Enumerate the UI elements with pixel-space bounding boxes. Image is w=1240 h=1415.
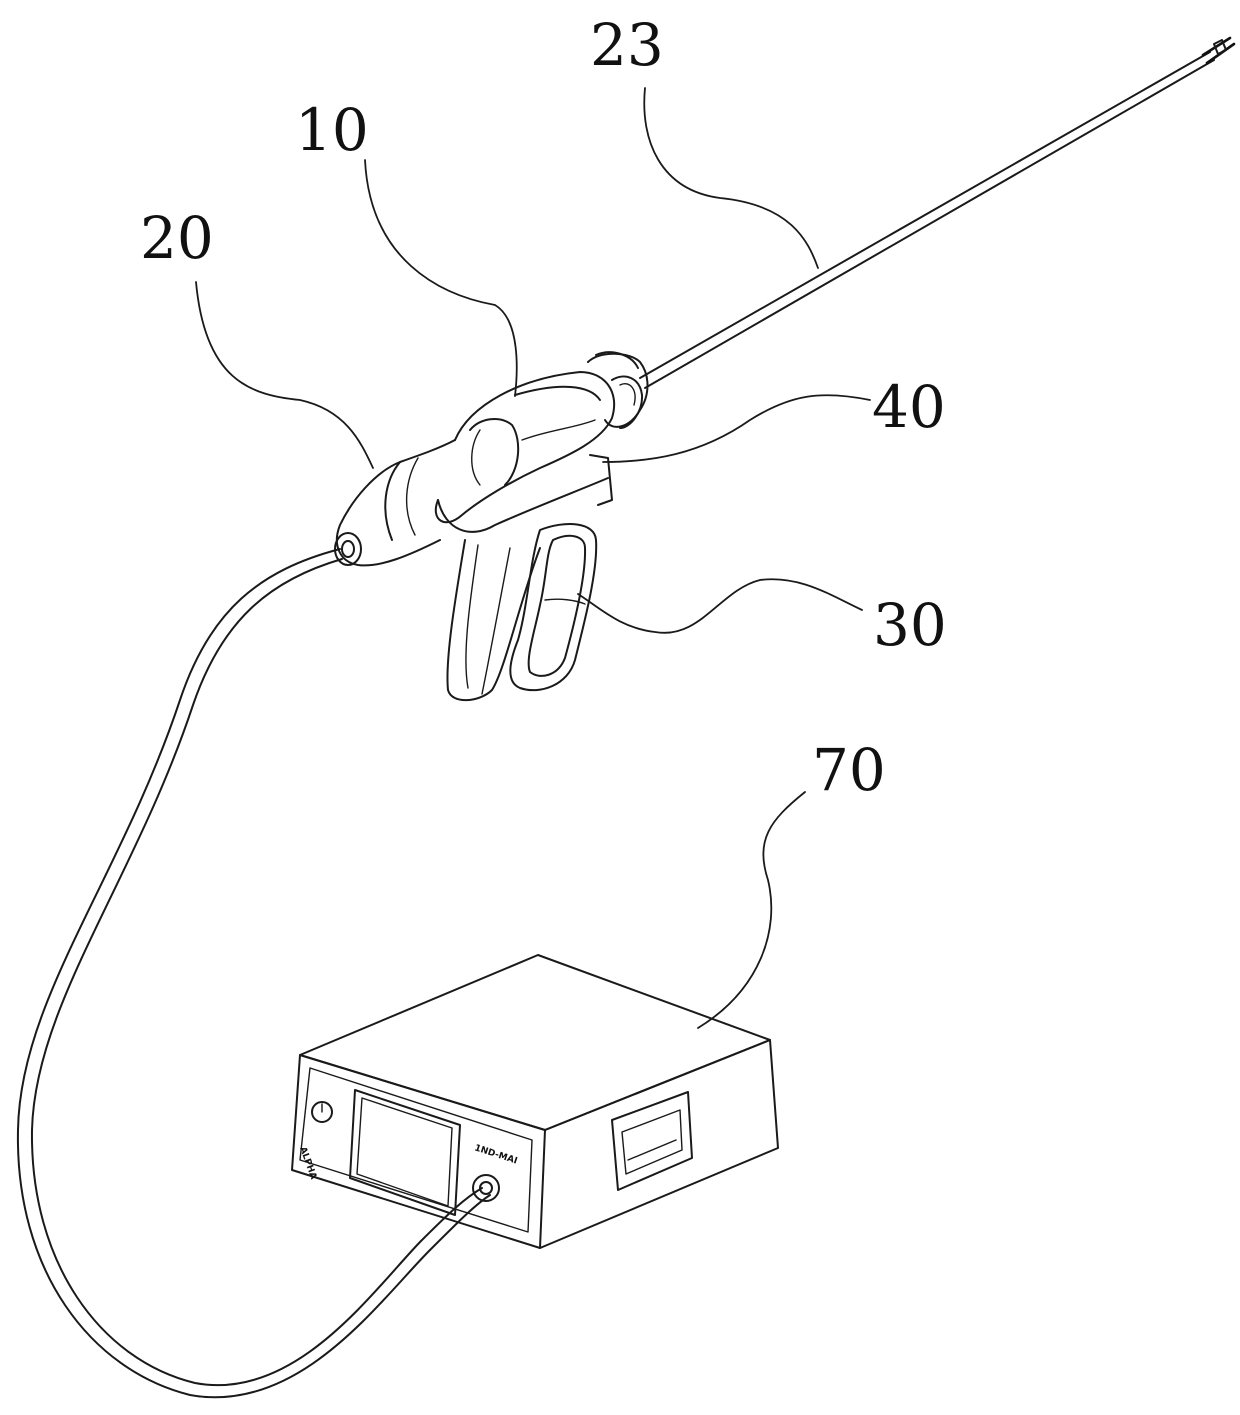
ref-label-23: 23 (590, 11, 664, 79)
shaft (640, 38, 1234, 388)
ref-label-40: 40 (872, 373, 946, 441)
ref-label-10: 10 (295, 96, 369, 164)
side-handle (612, 1092, 692, 1190)
handle-body (436, 372, 614, 532)
cable (18, 549, 490, 1397)
device-screen (350, 1090, 460, 1215)
trigger (510, 524, 596, 690)
rotation-knob (588, 352, 648, 428)
host-unit: ALPHA 1ND-MAI (292, 955, 778, 1248)
ref-label-70: 70 (812, 736, 886, 804)
ref-label-20: 20 (140, 204, 214, 272)
device-port-text: 1ND-MAI (473, 1143, 518, 1166)
ref-label-30: 30 (873, 591, 947, 659)
device-brand-text: ALPHA (297, 1146, 318, 1181)
fixed-grip (447, 540, 540, 700)
